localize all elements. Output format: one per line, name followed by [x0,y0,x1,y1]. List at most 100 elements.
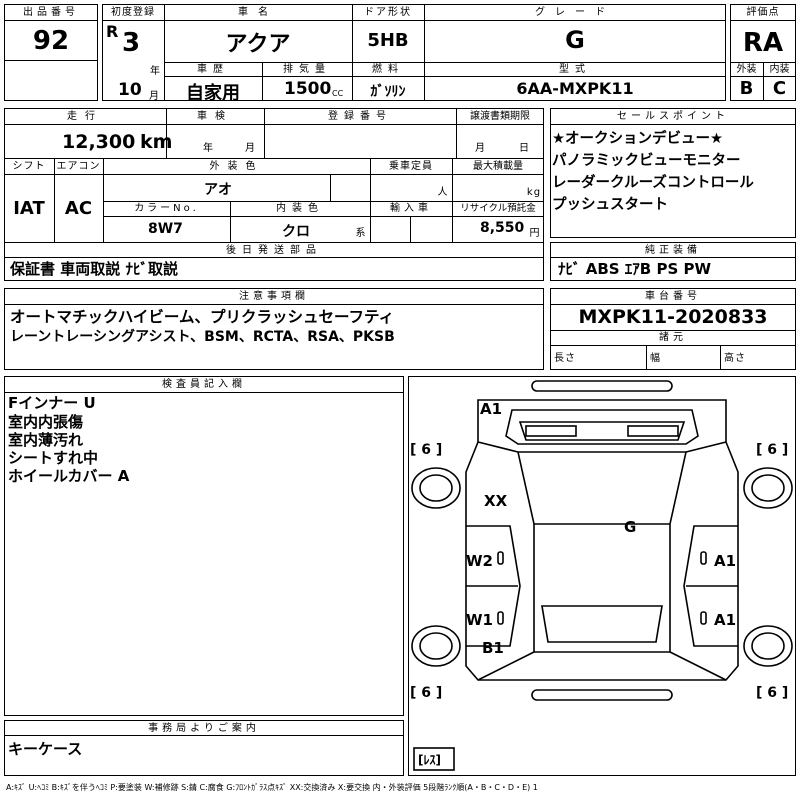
inspector-box [4,376,404,716]
notes-line-1: オートマチックハイビーム、プリクラッシュセーフティ [10,308,395,326]
notes-line-2: レーントレーシングアシスト、BSM、RCTA、RSA、PKSB [10,329,395,345]
tire-fl: [ 6 ] [410,442,442,458]
mileage-label: 走行 [67,111,103,122]
sales-point-4: プッシュスタート [552,197,668,213]
inspector-line-1: Fインナー U [8,394,96,412]
mileage: 12,300 [62,131,136,153]
color-label: 外装色 [209,161,264,172]
genuine-label: 純正装備 [645,245,701,256]
import-label: 輸入車 [390,203,432,214]
mark-door-rr: A1 [714,611,736,629]
inspect-month: 月 [245,143,259,154]
sales-points-label: セールスポイント [617,111,729,122]
chassis-box [550,288,796,370]
mark-door-rl: W1 [466,611,493,629]
chassis-number: MXPK11-2020833 [578,306,768,328]
car-name: アクア [225,32,291,57]
later-parts: 保証書 車両取説 ﾅﾋﾞ取説 [10,260,178,278]
office-label: 事務局よりご案内 [148,723,260,734]
history: 自家用 [186,83,240,104]
plate-label: 登録番号 [328,111,392,122]
office-note: キーケース [8,740,83,758]
lot-box [4,4,98,101]
model-label: 型式 [559,64,591,75]
inspect-year: 年 [203,143,217,154]
capacity-unit: 人 [437,187,449,198]
legend: A:ｷｽﾞ U:ﾍｺﾐ B:ｷｽﾞを伴うﾍｺﾐ P:要塗装 W:補修跡 S:錆 … [6,783,538,792]
mark-door-fl: W2 [466,552,493,570]
score-label: 評価点 [746,7,780,18]
damage-diagram-box [408,376,796,776]
inspector-line-3: 室内薄汚れ [8,431,84,449]
lot-label: 出品番号 [23,7,79,18]
tire-rl: [ 6 ] [410,685,442,701]
sales-point-2: パノラミックビューモニター [552,153,741,169]
mark-door-fr: A1 [714,552,736,570]
notes-label: 注意事項欄 [239,291,309,302]
reg-era: R [106,22,119,41]
color-no-label: カラーNo. [134,203,199,214]
inspector-line-5: ホイールカバー A [8,467,130,485]
tire-fr: [ 6 ] [756,442,788,458]
int-color-label: 内装色 [276,203,324,214]
reg-year: 3 [122,28,141,58]
door-label: ドア形状 [364,7,412,18]
reg-month: 10 [118,80,142,100]
sales-points-box [550,108,796,238]
shift: IAT [13,198,45,219]
genuine-box [550,242,796,281]
length-label: 長さ [554,353,576,364]
int-label: 内装 [769,64,790,75]
ac: AC [64,198,93,219]
transfer-day: 日 [519,143,533,154]
shift-label: シフト [12,161,46,172]
spare-tire: [ﾚｽ] [418,753,441,767]
fuel-label: 燃料 [372,64,404,75]
disp-label: 排気量 [283,64,331,75]
grade: G [565,26,585,54]
car-diagram: A1 XX G W2 W1 A1 A1 B1 [ 6 ] [ 6 ] [ 6 ]… [410,380,793,771]
history-label: 車歴 [197,64,229,75]
mileage-unit: km [140,131,173,153]
mark-quarter-left: B1 [482,639,504,657]
ext-grade: B [739,78,754,99]
color-no: 8W7 [148,221,183,237]
height-label: 高さ [724,353,746,364]
door-type: 5HB [367,30,409,51]
sales-point-1: ★オークションデビュー★ [552,131,723,147]
inspector-line-2: 室内内張傷 [8,413,84,431]
chassis-label: 車台番号 [645,291,701,302]
sales-point-3: レーダークルーズコントロール [552,175,754,191]
reg-label: 初度登録 [111,7,155,18]
load-label: 最大積載量 [473,161,523,172]
fuel: ｶﾞｿﾘﾝ [370,84,406,100]
int-grade: C [772,78,787,99]
grade-label: グレード [535,7,615,18]
body-color: アオ [204,182,232,198]
month-unit: 月 [149,91,159,102]
recycle-label: リサイクル預託金 [460,203,536,214]
disp-unit: CC [332,89,344,98]
genuine-equipment: ﾅﾋﾞ ABS ｴｱB PS PW [558,260,712,278]
width-label: 幅 [650,353,661,364]
mark-roof: G [624,518,636,536]
office-box [4,720,404,776]
int-color-unit: 系 [355,228,367,239]
later-parts-label: 後日発送部品 [226,245,322,256]
load-unit: kg [526,187,542,198]
recycle-fee: 8,550 [480,220,525,236]
int-color: クロ [282,224,310,240]
year-unit: 年 [150,66,160,77]
spec-label: 諸元 [659,332,687,343]
displacement: 1500 [284,79,332,99]
inspect-label: 車検 [197,111,233,122]
recycle-unit: 円 [529,228,541,239]
transfer-month: 月 [475,143,489,154]
transfer-label: 譲渡書類期限 [470,111,530,122]
model-code: 6AA-MXPK11 [516,79,634,98]
mark-front: A1 [480,400,502,418]
registration-box [102,4,726,101]
capacity-label: 乗車定員 [389,161,433,172]
inspector-line-4: シートすれ中 [8,449,99,467]
inspector-label: 検査員記入欄 [162,379,246,390]
